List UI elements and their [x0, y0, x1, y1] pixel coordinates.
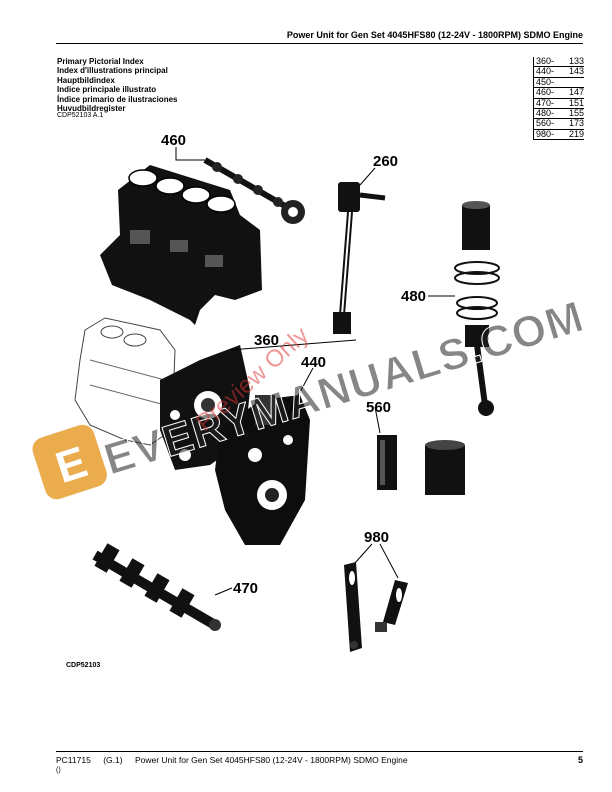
block-outline-illustration [74, 317, 176, 446]
page-index-table: 360- 133 440- 143 450- 460- 147 470- 151 480… [533, 56, 584, 141]
index-title-sv: Huvudbildregister [57, 104, 126, 114]
footer: PC11715 (G.1) Power Unit for Gen Set 404… [56, 755, 583, 774]
callout-460: 460 [161, 132, 186, 149]
index-title-fr: Index d'illustrations principal [57, 66, 168, 76]
figure-id: CDP52103 [66, 662, 101, 669]
footer-section: (G.1) [103, 755, 123, 765]
group-number: 980- [536, 128, 555, 139]
callout-980: 980 [364, 529, 389, 546]
index-title-en: Primary Pictorial Index [57, 57, 144, 66]
camshaft-illustration[interactable] [203, 157, 305, 224]
group-number: 360- [536, 56, 555, 66]
callout-480: 480 [401, 288, 426, 305]
footer-page-number: 5 [577, 755, 583, 765]
header-title: Power Unit for Gen Set 4045HFS80 (12-24V… [286, 30, 583, 40]
piston-liner-illustration[interactable] [454, 201, 500, 416]
pictorial-index-illustration: 460 260 480 360 440 560 470 980 [74, 132, 500, 652]
group-number: 460- [536, 87, 555, 98]
timing-cover-illustration[interactable] [215, 395, 310, 545]
index-row[interactable]: 480- 155 [534, 108, 584, 120]
page-number: 143 [568, 66, 584, 77]
callout-360: 360 [254, 332, 279, 349]
page-number: 147 [568, 87, 584, 98]
footer-code: PC11715 [56, 755, 91, 765]
group-number: 440- [536, 66, 555, 77]
index-row[interactable]: 470- 151 [534, 97, 584, 110]
index-row[interactable]: 980- 219 [534, 128, 584, 141]
filters-illustration[interactable] [377, 435, 465, 495]
footer-rule [56, 751, 583, 752]
group-number: 560- [536, 118, 555, 129]
page-number: 173 [568, 118, 584, 129]
group-number: 470- [536, 97, 555, 108]
index-row[interactable]: 460- 147 [534, 87, 584, 99]
crankshaft-illustration[interactable] [92, 543, 221, 631]
engine-block-illustration[interactable] [100, 165, 262, 325]
group-number: 450- [536, 76, 555, 87]
page-number: 155 [568, 108, 584, 119]
callout-560: 560 [366, 399, 391, 416]
leader-lines [175, 147, 455, 596]
reference-code: CDP52103 A.1 [57, 112, 104, 119]
callout-260: 260 [373, 153, 398, 170]
index-row[interactable]: 450- [534, 76, 584, 89]
index-row[interactable]: 440- 143 [534, 66, 584, 78]
index-titles: Primary Pictorial Index Index d'illustra… [57, 57, 177, 113]
index-title-de: Hauptbildindex [57, 75, 115, 85]
index-title-es: Índice primario de ilustraciones [57, 94, 178, 104]
callout-440: 440 [301, 354, 326, 371]
index-row[interactable]: 560- 173 [534, 118, 584, 130]
callout-470: 470 [233, 580, 258, 597]
header-rule [56, 43, 583, 44]
lifting-eyes-illustration[interactable] [344, 562, 408, 652]
sensor-harness-illustration[interactable] [333, 182, 386, 334]
page-number: 133 [568, 56, 584, 66]
footer-edition: () [56, 767, 61, 774]
group-number: 480- [536, 108, 555, 119]
index-row[interactable]: 360- 133 [534, 56, 584, 68]
footer-title: Power Unit for Gen Set 4045HFS80 (12-24V… [134, 755, 408, 765]
index-title-it: Indice principale illustrato [57, 85, 157, 95]
page-number: 219 [568, 128, 584, 139]
page-number: 151 [568, 97, 584, 108]
